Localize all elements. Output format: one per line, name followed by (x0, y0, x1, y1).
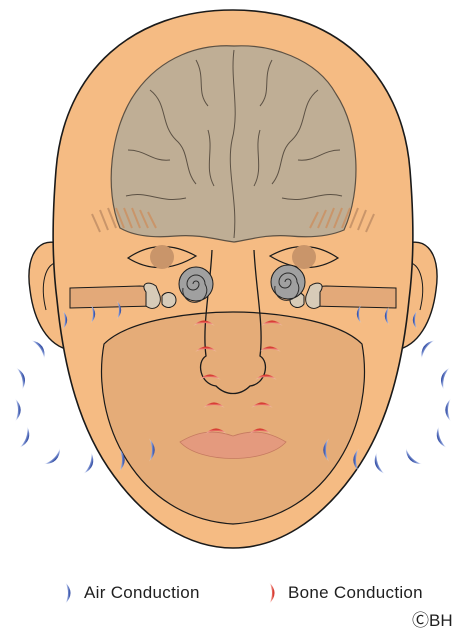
head-anatomy-diagram (0, 0, 466, 575)
legend-bone-conduction: Bone Conduction (262, 582, 423, 604)
air-conduction-label: Air Conduction (84, 583, 200, 603)
air-conduction-icon (58, 580, 78, 606)
bone-conduction-label: Bone Conduction (288, 583, 423, 603)
left-ear-canal (70, 286, 156, 308)
legend-air-conduction: Air Conduction (58, 582, 200, 604)
bone-conduction-icon (262, 580, 282, 606)
right-ear-canal (310, 286, 396, 308)
copyright-credit: ⒸBH (412, 606, 453, 631)
